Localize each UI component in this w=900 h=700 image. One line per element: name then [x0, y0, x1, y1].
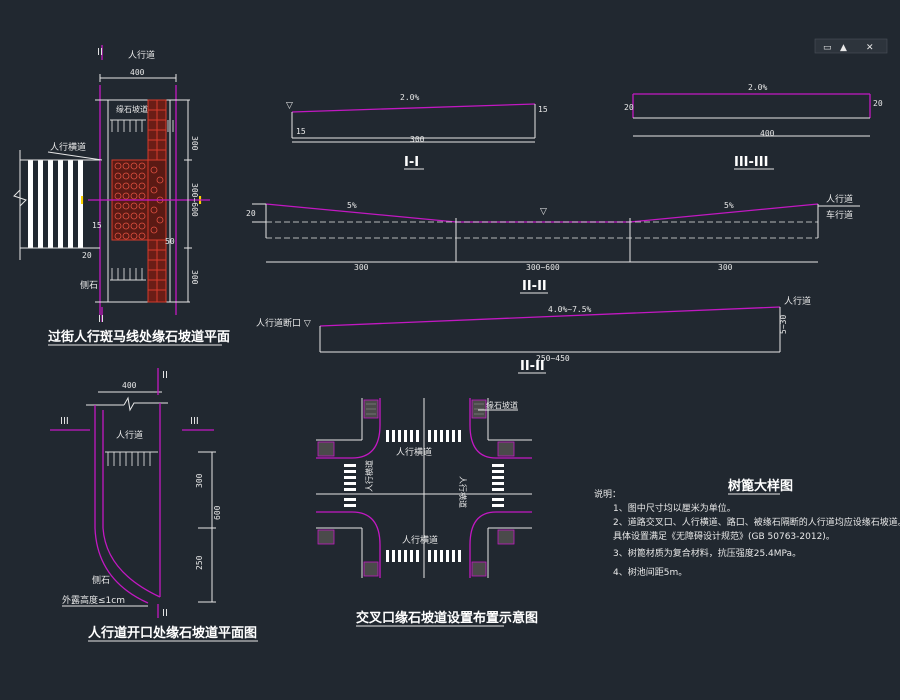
- toolbar-button-1[interactable]: ▭: [823, 43, 832, 53]
- section-IIb-slope: 4.0%~7.5%: [548, 305, 592, 314]
- int-label-ramp: 缘石坡道: [486, 400, 518, 410]
- crosswalk-curb-ramp-plan: II 人行道 400: [13, 45, 230, 346]
- intersection-layout: 缘石坡道 人行横道 人行横道 人行横道 人行横道 交叉口缘石坡道设置布置示意图: [316, 398, 538, 627]
- notes-item-3: 3、树篦材质为复合材料，抗压强度25.4MPa。: [613, 547, 801, 559]
- sidewalk-opening-plan: 400 II 人行道 III III 300 250 600 侧石 外露高度≤1…: [50, 368, 258, 642]
- plan-label-crosswalk: 人行横道: [50, 141, 86, 153]
- section-III-dim-right: 20: [873, 99, 883, 108]
- bl-dim-a: 300: [195, 473, 204, 488]
- section-IIa-dim-3: 300: [718, 263, 733, 272]
- dim-15: 15: [92, 221, 102, 230]
- notes-heading: 树篦大样图: [728, 478, 793, 494]
- section-IIa-symbol: ▽: [540, 207, 547, 217]
- int-label-cross-bottom: 人行横道: [402, 534, 438, 546]
- section-IIa-slope-left: 5%: [347, 201, 357, 210]
- section-II-II-a: 20 5% 5% ▽ 300 300~600 300 人行道 车行道 II-II: [246, 193, 860, 294]
- dim-300-b: 300: [190, 270, 199, 285]
- section-IIb-label-left: 人行道断口 ▽: [256, 317, 311, 329]
- intersection-title: 交叉口缘石坡道设置布置示意图: [356, 610, 538, 626]
- bl-section-top: II: [162, 370, 168, 381]
- section-I-I: ▽ 2.0% 300 15 15 I-I: [286, 93, 548, 170]
- section-I-dim15: 15: [296, 127, 306, 136]
- dim-range: 300~600: [190, 183, 199, 217]
- intersection-zebras: [344, 430, 504, 562]
- bl-dim-b: 250: [195, 555, 204, 570]
- plan-title-top: 过街人行斑马线处缘石坡道平面: [48, 329, 230, 345]
- plan-label-curb: 侧石: [80, 279, 98, 291]
- section-IIb-caption: II-II: [520, 359, 545, 374]
- section-IIb-dim-right: 5~30: [779, 315, 788, 334]
- bl-dim-width: 400: [122, 381, 137, 390]
- section-mark-top: II: [97, 47, 103, 58]
- section-I-slope: 2.0%: [400, 93, 419, 102]
- bl-label-sidewalk: 人行道: [116, 429, 143, 441]
- notes-item-2b: 具体设置满足《无障碍设计规范》(GB 50763-2012)。: [613, 530, 835, 542]
- section-I-symbol: ▽: [286, 101, 293, 111]
- int-label-cross-top: 人行横道: [396, 446, 432, 458]
- dim-300-a: 300: [190, 136, 199, 151]
- bl-dim-total: 600: [213, 505, 222, 520]
- section-III-caption: III-III: [734, 155, 768, 170]
- toolbar-button-2[interactable]: ▲: [840, 43, 847, 53]
- section-III-dim-left: 20: [624, 103, 634, 112]
- bl-section-right: III: [190, 416, 199, 427]
- section-III-slope: 2.0%: [748, 83, 767, 92]
- int-label-cross-right: 人行横道: [458, 476, 468, 508]
- plan-label-sidewalk: 人行道: [128, 49, 155, 61]
- section-III-length: 400: [760, 129, 775, 138]
- section-IIb-length: 250~450: [536, 354, 570, 363]
- viewport-toolbar[interactable]: ▭ ▲ ✕: [814, 38, 888, 54]
- section-IIa-slope-right: 5%: [724, 201, 734, 210]
- section-II-II-b: 人行道断口 ▽ 4.0%~7.5% 250~450 人行道 5~30 II-II: [256, 295, 811, 374]
- section-IIb-label-right: 人行道: [784, 295, 811, 307]
- section-mark-bottom: II: [98, 314, 104, 325]
- ramp-blocks: [317, 399, 515, 577]
- section-I-length: 300: [410, 135, 425, 144]
- section-I-caption: I-I: [404, 155, 419, 170]
- section-IIa-dim-1: 300: [354, 263, 369, 272]
- notes-item-2: 2、道路交叉口、人行横道、路口、被缘石隔断的人行道均应设缘石坡道。: [613, 516, 900, 528]
- dim-width: 400: [130, 68, 145, 77]
- section-mark-left: I: [80, 194, 84, 207]
- zebra-crossing: [28, 160, 83, 248]
- section-IIa-dim-2: 300~600: [526, 263, 560, 272]
- bl-label-curb: 侧石: [92, 574, 110, 586]
- section-IIa-label-sidewalk: 人行道: [826, 193, 853, 205]
- plan-label-ramp: 缘石坡道: [116, 104, 148, 114]
- bl-plan-title: 人行道开口处缘石坡道平面图: [88, 625, 257, 641]
- notes-item-4: 4、树池间距5m。: [613, 566, 687, 578]
- dim-20: 20: [82, 251, 92, 260]
- section-III-III: 2.0% 400 20 20 III-III: [624, 83, 883, 170]
- notes-intro: 说明：: [594, 488, 621, 500]
- dim-50: 50: [165, 237, 175, 246]
- bl-label-height: 外露高度≤1cm: [62, 594, 125, 606]
- int-label-cross-left: 人行横道: [364, 460, 374, 492]
- section-I-dim-right: 15: [538, 105, 548, 114]
- section-IIa-caption: II-II: [522, 279, 547, 294]
- toolbar-close-button[interactable]: ✕: [866, 43, 874, 53]
- bl-section-bottom: II: [162, 608, 168, 619]
- section-IIa-label-roadway: 车行道: [826, 209, 853, 221]
- notes-item-1: 1、图中尺寸均以厘米为单位。: [613, 502, 736, 514]
- bl-section-left: III: [60, 416, 69, 427]
- notes-block: 树篦大样图 说明： 1、图中尺寸均以厘米为单位。 2、道路交叉口、人行横道、路口…: [594, 478, 900, 578]
- section-IIa-dim-left: 20: [246, 209, 256, 218]
